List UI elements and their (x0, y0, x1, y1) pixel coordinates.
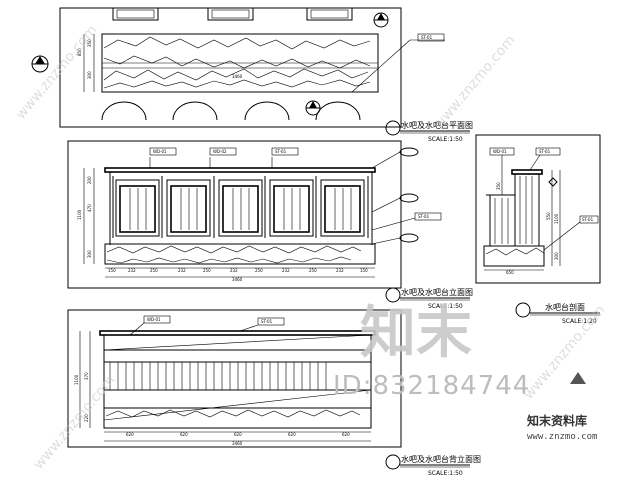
svg-text:150: 150 (360, 268, 368, 273)
svg-text:ST-01: ST-01 (275, 149, 287, 154)
top-dim-850: 850 (77, 48, 82, 56)
side-section-view: 650 1100 550 300 350 WD-01 ST-01 ST-01 水… (475, 134, 601, 325)
front-countertop (104, 167, 376, 173)
caption-side-scale: SCALE:1:20 (562, 318, 597, 325)
front-panels (115, 179, 365, 237)
front-right-callouts: ST-01 (371, 147, 442, 245)
svg-text:232: 232 (230, 268, 238, 273)
svg-text:232: 232 (282, 268, 290, 273)
caption-front-title: 水吧及水吧台立面图 (401, 287, 473, 297)
svg-text:620: 620 (234, 432, 242, 437)
back-dim-220: 220 (84, 414, 89, 422)
side-section-frame (475, 134, 601, 284)
svg-text:620: 620 (126, 432, 134, 437)
brand-url: www.znzmo.com (527, 432, 598, 442)
svg-text:620: 620 (180, 432, 188, 437)
svg-text:150: 150 (108, 268, 116, 273)
logo-triangle-icon (570, 372, 586, 384)
side-tag-wd01: WD-01 (493, 149, 507, 154)
front-dim-300: 300 (87, 250, 92, 258)
svg-text:WD-01: WD-01 (153, 149, 167, 154)
caption-top-plan: 水吧及水吧台平面图 SCALE:1:50 (385, 120, 473, 143)
front-elevation-view: 150 232 250 232 250 232 250 232 250 232 … (67, 140, 473, 310)
svg-text:232: 232 (178, 268, 186, 273)
front-dim-200: 200 (87, 176, 92, 184)
top-plan-frame (59, 7, 402, 128)
watermark-id: ID:832184744 (333, 371, 531, 401)
caption-side-title: 水吧台剖面 (545, 302, 585, 312)
stool-outlines-top (112, 7, 353, 21)
svg-text:250: 250 (150, 268, 158, 273)
back-dim-1100: 1100 (74, 374, 79, 385)
back-bottom-dims: 620 620 620 620 620 3460 (126, 432, 350, 446)
svg-text:250: 250 (203, 268, 211, 273)
svg-text:620: 620 (288, 432, 296, 437)
back-dim-370: 370 (84, 372, 89, 380)
svg-text:232: 232 (128, 268, 136, 273)
caption-front: 水吧及水吧台立面图 SCALE:1:50 (385, 287, 473, 310)
front-stone-base (104, 243, 376, 265)
brand-name: 知末资料库 (527, 414, 588, 428)
stool-arcs-bottom (101, 101, 361, 121)
svg-text:620: 620 (342, 432, 350, 437)
side-dim-550: 550 (546, 212, 551, 220)
side-tag-st01-top: ST-01 (539, 149, 551, 154)
front-dim-470: 470 (87, 204, 92, 212)
side-section-arrow (548, 177, 558, 187)
caption-back-scale: SCALE:1:50 (428, 470, 463, 477)
back-stone-base (103, 407, 372, 429)
svg-text:250: 250 (255, 268, 263, 273)
svg-text:250: 250 (309, 268, 317, 273)
front-dim-1100: 1100 (77, 209, 82, 220)
watermark-diag-mid: www.znzmo.com (431, 32, 519, 132)
svg-text:3460: 3460 (232, 277, 243, 282)
svg-text:ST-01: ST-01 (418, 214, 430, 219)
back-countertop (99, 330, 376, 336)
svg-text:3460: 3460 (232, 441, 243, 446)
back-elevation-view: 620 620 620 620 620 3460 1100 370 220 WD… (67, 309, 481, 477)
watermark-diag-bottom: www.znzmo.com (31, 372, 119, 472)
side-dim-width: 650 (506, 270, 514, 275)
caption-back: 水吧及水吧台背立面图 SCALE:1:50 (385, 454, 481, 477)
front-elevation-frame (67, 140, 402, 289)
top-dim-width: 3460 (232, 74, 243, 79)
caption-top-scale: SCALE:1:50 (428, 136, 463, 143)
side-dim-1100: 1100 (554, 213, 559, 224)
svg-text:WD-02: WD-02 (213, 149, 227, 154)
svg-text:232: 232 (336, 268, 344, 273)
back-elevation-frame (67, 309, 402, 448)
back-tag-wd01: WD-01 (147, 317, 161, 322)
back-tag-st01: ST-01 (261, 319, 273, 324)
caption-side: 水吧台剖面 SCALE:1:20 (515, 302, 600, 325)
top-plan-view: 850 350 300 3460 ST-01 水吧及水吧台平面图 SCALE:1… (31, 7, 473, 143)
front-material-tags: WD-01 WD-02 ST-01 (149, 147, 299, 168)
top-dim-300: 300 (87, 71, 92, 79)
section-marker-top-right (373, 12, 389, 28)
top-tag-st01: ST-01 (421, 35, 433, 40)
side-tag-st01-base: ST-01 (582, 217, 594, 222)
caption-front-scale: SCALE:1:50 (428, 303, 463, 310)
top-dim-350: 350 (87, 39, 92, 47)
section-marker-bottom (305, 100, 321, 116)
watermark-chinese: 知末 (360, 301, 472, 366)
section-marker-left (31, 55, 49, 73)
caption-top-title: 水吧及水吧台平面图 (401, 120, 473, 130)
side-dim-350: 350 (496, 182, 501, 190)
front-bottom-dims: 150 232 250 232 250 232 250 232 250 232 … (108, 268, 368, 282)
caption-back-title: 水吧及水吧台背立面图 (401, 454, 481, 464)
side-dim-300: 300 (554, 252, 559, 260)
